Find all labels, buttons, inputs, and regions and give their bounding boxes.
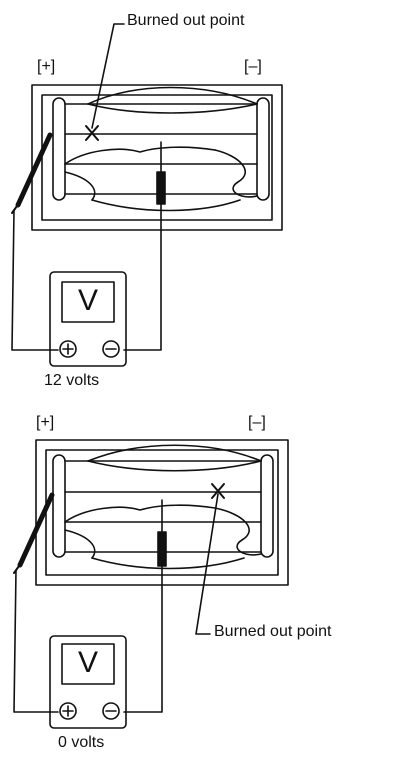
probe-positive — [15, 132, 53, 208]
positive-terminal-label: [+] — [36, 414, 55, 431]
negative-terminal-label: [–] — [244, 58, 262, 75]
voltmeter-body — [49, 635, 127, 729]
glass-panel-outer — [31, 84, 283, 231]
heater-wave-a — [64, 146, 216, 165]
voltmeter-display — [61, 643, 115, 685]
minus-circle-icon — [102, 340, 120, 358]
callout-label-top: Burned out point — [127, 12, 245, 29]
heater-lens-upper-b — [87, 103, 258, 114]
lead-negative — [123, 203, 162, 351]
positive-terminal-label: [+] — [37, 58, 56, 75]
x-mark-icon — [211, 483, 225, 499]
probe-negative — [157, 531, 167, 567]
bus-bar-negative — [260, 454, 274, 558]
voltmeter-letter: V — [77, 646, 98, 679]
heater-lens-upper-a — [87, 86, 258, 105]
heater-wave-b — [64, 171, 96, 201]
probe-positive — [17, 492, 55, 568]
minus-circle-icon — [102, 702, 120, 720]
lead-negative — [123, 565, 163, 713]
heater-wave-d — [214, 149, 258, 198]
plus-circle-icon — [59, 340, 77, 358]
voltage-reading: 0 volts — [58, 734, 105, 751]
heater-wave-c — [91, 557, 245, 570]
heater-wave-d — [214, 507, 262, 556]
heater-wave-c — [91, 199, 241, 212]
heater-wave-a — [64, 504, 216, 523]
lead-positive — [11, 209, 59, 351]
voltmeter-letter: V — [77, 284, 98, 317]
bus-bar-negative — [256, 97, 270, 201]
lead-positive — [13, 569, 59, 713]
bus-bar-positive — [52, 454, 66, 558]
heater-lens-upper-b — [87, 460, 262, 472]
voltage-reading: 12 volts — [44, 372, 100, 389]
callout-label-bottom: Burned out point — [214, 623, 332, 640]
callout-leader-bottom — [195, 493, 219, 635]
negative-terminal-label: [–] — [248, 414, 266, 431]
plus-circle-icon — [59, 702, 77, 720]
heater-wave-b — [64, 529, 96, 559]
heater-lens-upper-a — [87, 444, 262, 462]
bus-bar-positive — [52, 97, 66, 201]
voltmeter-body — [49, 271, 127, 367]
x-mark-icon — [85, 125, 99, 141]
voltmeter-display — [61, 281, 115, 323]
callout-leader-top — [91, 23, 125, 129]
